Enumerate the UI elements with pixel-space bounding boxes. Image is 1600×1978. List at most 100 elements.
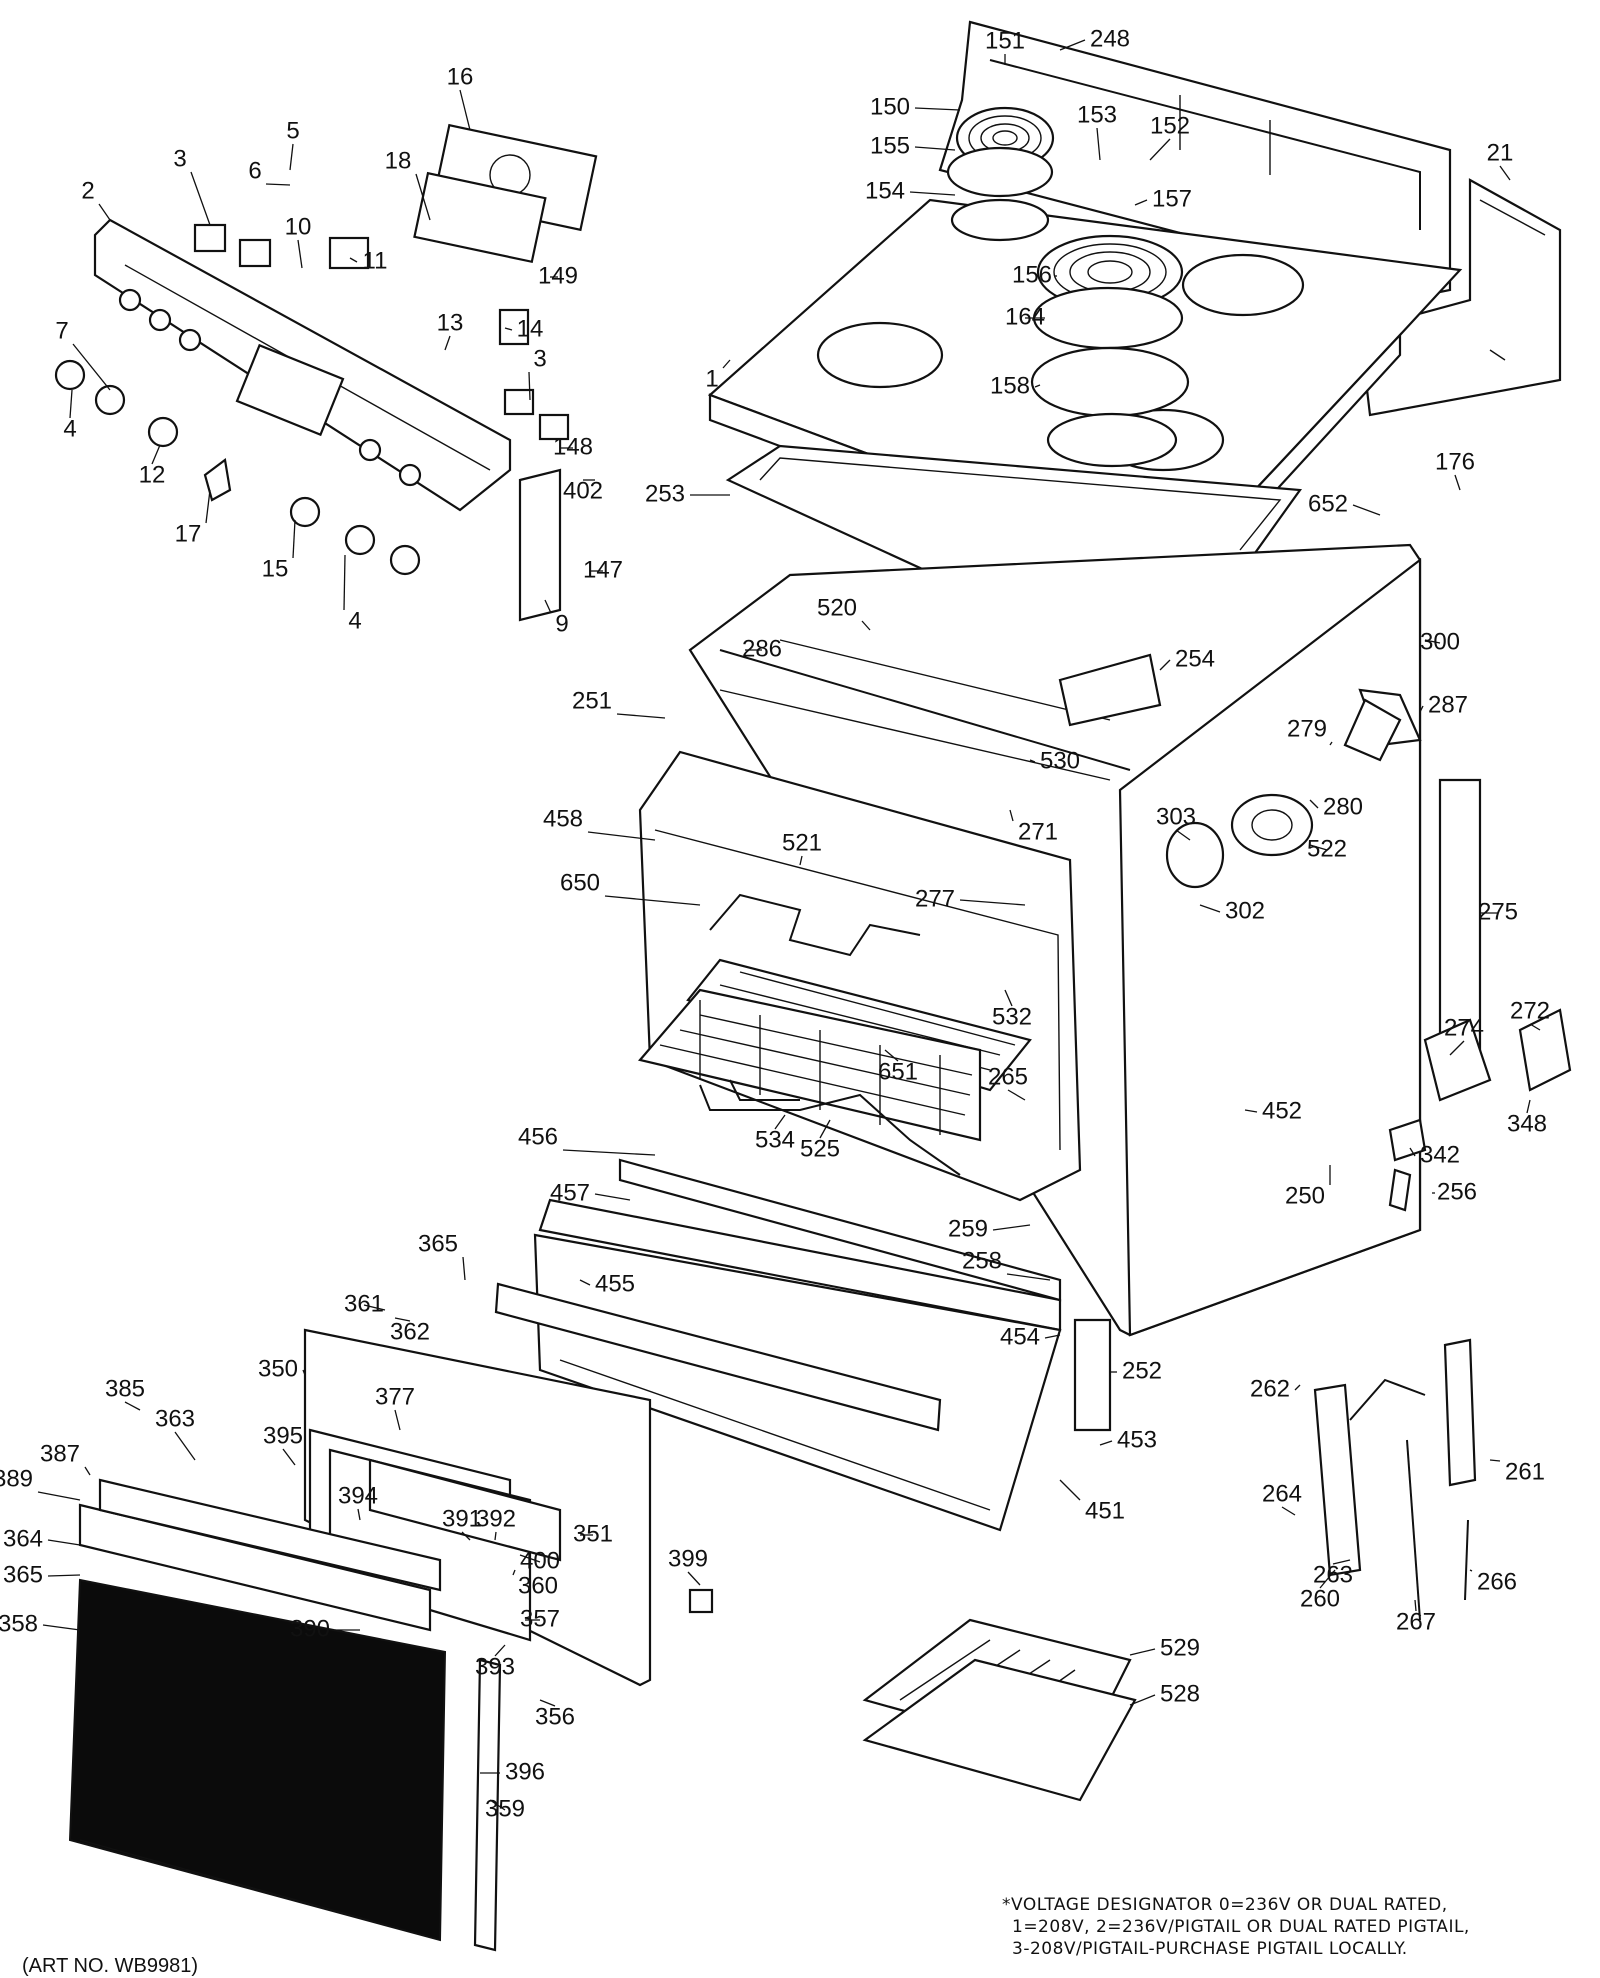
callout-396: 396 <box>505 1758 545 1785</box>
leader-342 <box>1409 1147 1416 1157</box>
callout-158: 158 <box>990 372 1030 399</box>
voltage-designator-note: *VOLTAGE DESIGNATOR 0=236V OR DUAL RATED… <box>1002 1895 1469 1959</box>
callout-253: 253 <box>645 480 685 507</box>
callout-156: 156 <box>1012 261 1052 288</box>
callout-454: 454 <box>1000 1323 1040 1350</box>
leader-287 <box>1419 705 1424 713</box>
callout-7: 7 <box>55 317 68 344</box>
callout-385: 385 <box>105 1375 145 1402</box>
callout-13: 13 <box>437 309 464 336</box>
leader-263 <box>1332 1559 1351 1565</box>
callout-402: 402 <box>563 477 603 504</box>
callout-261: 261 <box>1505 1458 1545 1485</box>
callout-5: 5 <box>286 117 299 144</box>
leader-277 <box>959 899 1026 906</box>
leader-264 <box>1281 1506 1296 1516</box>
callout-271: 271 <box>1018 818 1058 845</box>
leader-391 <box>461 1531 471 1541</box>
callout-357: 357 <box>520 1605 560 1632</box>
callout-176: 176 <box>1435 448 1475 475</box>
callout-17: 17 <box>175 520 202 547</box>
leader-154 <box>909 191 956 196</box>
leader-259 <box>992 1224 1031 1231</box>
callout-254: 254 <box>1175 645 1215 672</box>
callout-3: 3 <box>173 145 186 172</box>
callout-651: 651 <box>878 1058 918 1085</box>
leader-260 <box>1319 1569 1336 1589</box>
callout-250: 250 <box>1285 1182 1325 1209</box>
leader-387 <box>84 1466 91 1476</box>
callout-279: 279 <box>1287 715 1327 742</box>
leader-2 <box>98 203 111 221</box>
leader-266 <box>1469 1569 1473 1572</box>
storage-drawer <box>494 1158 1112 1532</box>
callout-458: 458 <box>543 805 583 832</box>
voltage-note-line-1: *VOLTAGE DESIGNATOR 0=236V OR DUAL RATED… <box>1002 1895 1448 1915</box>
oven-door-glass-panel <box>68 1578 502 1952</box>
callout-360: 360 <box>518 1572 558 1599</box>
leader-3 <box>190 171 211 226</box>
callout-394: 394 <box>338 1482 378 1509</box>
callout-457: 457 <box>550 1179 590 1206</box>
callout-256: 256 <box>1437 1178 1477 1205</box>
callout-393: 393 <box>475 1653 515 1680</box>
callout-455: 455 <box>595 1270 635 1297</box>
callout-452: 452 <box>1262 1097 1302 1124</box>
callout-356: 356 <box>535 1703 575 1730</box>
callout-521: 521 <box>782 829 822 856</box>
callout-252: 252 <box>1122 1357 1162 1384</box>
leader-453 <box>1099 1440 1113 1446</box>
callout-400: 400 <box>520 1547 560 1574</box>
callout-6: 6 <box>248 157 261 184</box>
leader-358 <box>42 1624 81 1631</box>
callout-15: 15 <box>262 555 289 582</box>
callout-266: 266 <box>1477 1568 1517 1595</box>
callout-389: 389 <box>0 1465 33 1492</box>
callout-650: 650 <box>560 869 600 896</box>
leader-158 <box>1034 384 1041 388</box>
callout-147: 147 <box>583 556 623 583</box>
leader-365 <box>462 1256 466 1281</box>
voltage-note-line-3: 3-208V/PIGTAIL-PURCHASE PIGTAIL LOCALLY. <box>1012 1939 1408 1959</box>
leader-17 <box>205 489 211 524</box>
callout-456: 456 <box>518 1123 558 1150</box>
leader-529 <box>1129 1648 1156 1656</box>
callout-262: 262 <box>1250 1375 1290 1402</box>
leader-274 <box>1449 1040 1465 1056</box>
callout-351: 351 <box>573 1520 613 1547</box>
callout-164: 164 <box>1005 303 1045 330</box>
leader-528 <box>1129 1694 1156 1706</box>
callout-154: 154 <box>865 177 905 204</box>
callout-362: 362 <box>390 1318 430 1345</box>
leader-14 <box>504 327 513 331</box>
leader-452 <box>1244 1109 1258 1113</box>
leader-18 <box>415 173 431 221</box>
callout-303: 303 <box>1156 803 1196 830</box>
callout-529: 529 <box>1160 1634 1200 1661</box>
leader-454 <box>1044 1334 1061 1339</box>
oven-rack-lower <box>637 988 982 1142</box>
leader-650 <box>604 895 701 906</box>
door-hinges <box>1313 1338 1477 1621</box>
callout-264: 264 <box>1262 1480 1302 1507</box>
leader-392 <box>494 1531 497 1541</box>
callout-350: 350 <box>258 1355 298 1382</box>
leader-302 <box>1199 904 1221 913</box>
leader-520 <box>861 620 871 631</box>
callout-157: 157 <box>1152 185 1192 212</box>
side-panel-parts <box>1058 653 1572 1212</box>
leader-153 <box>1096 127 1101 161</box>
broiler-pan <box>862 1618 1137 1802</box>
bake-element <box>699 1079 961 1176</box>
callout-286: 286 <box>742 635 782 662</box>
callout-377: 377 <box>375 1383 415 1410</box>
leader-272 <box>1529 1023 1541 1031</box>
callout-265: 265 <box>988 1063 1028 1090</box>
leader-534 <box>774 1114 786 1130</box>
leader-350 <box>302 1369 306 1376</box>
leader-9 <box>544 599 552 614</box>
callout-16: 16 <box>447 63 474 90</box>
leader-365 <box>47 1574 81 1577</box>
leader-4 <box>343 554 346 611</box>
callout-280: 280 <box>1323 793 1363 820</box>
